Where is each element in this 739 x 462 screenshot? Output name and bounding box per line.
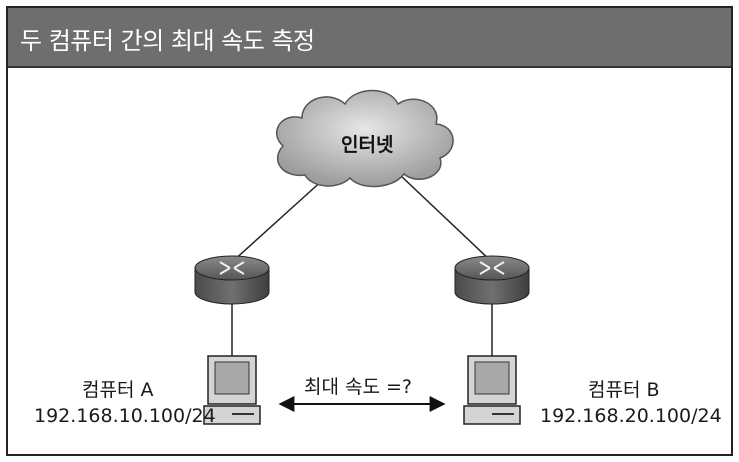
cloud-icon bbox=[276, 89, 454, 188]
link-cloud-router-a bbox=[231, 177, 326, 263]
router-icon bbox=[194, 255, 270, 305]
diagram-frame: 두 컴퓨터 간의 최대 속도 측정 bbox=[6, 6, 733, 456]
computer-icon bbox=[463, 355, 521, 425]
computer-b-name: 컴퓨터 B bbox=[588, 379, 660, 401]
computer-icon bbox=[203, 355, 261, 425]
speed-label: 최대 속도 =? bbox=[304, 376, 413, 398]
router-icon bbox=[454, 255, 530, 305]
title-bar: 두 컴퓨터 간의 최대 속도 측정 bbox=[8, 8, 731, 68]
cloud-label: 인터넷 bbox=[341, 134, 394, 156]
computer-b-ip: 192.168.20.100/24 bbox=[540, 405, 722, 427]
diagram-title: 두 컴퓨터 간의 최대 속도 측정 bbox=[20, 27, 315, 55]
link-cloud-router-b bbox=[399, 174, 493, 263]
computer-a-ip: 192.168.10.100/24 bbox=[34, 405, 216, 427]
computer-a-name: 컴퓨터 A bbox=[82, 379, 154, 401]
